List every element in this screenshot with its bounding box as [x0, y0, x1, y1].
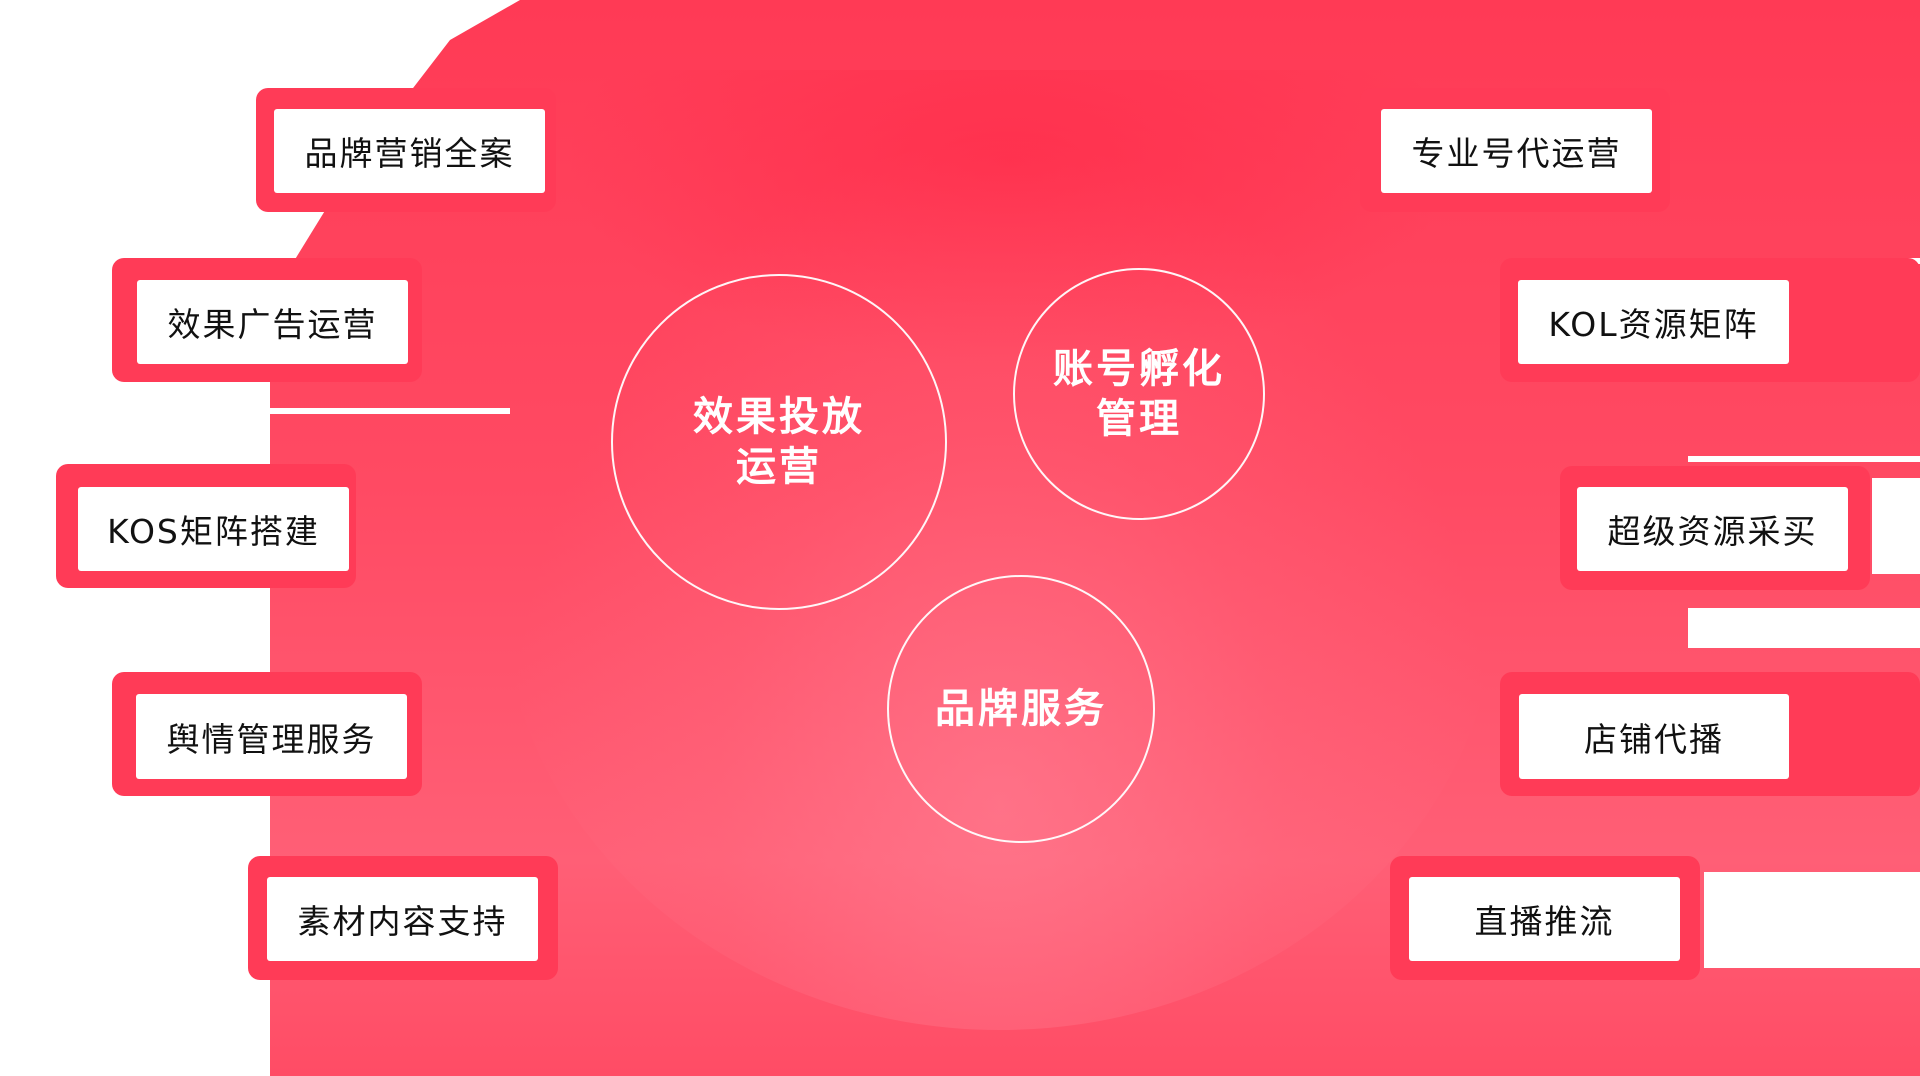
decorative-strip: [1688, 456, 1920, 462]
tag-kol-matrix[interactable]: KOL资源矩阵: [1518, 280, 1789, 364]
decorative-strip: [270, 408, 510, 414]
tag-live-promotion[interactable]: 直播推流: [1409, 877, 1680, 961]
tag-label: KOS矩阵搭建: [107, 512, 320, 551]
tag-label: 超级资源采买: [1607, 512, 1818, 551]
tag-label: 效果广告运营: [167, 305, 378, 344]
tag-account-operation[interactable]: 专业号代运营: [1381, 109, 1652, 193]
tag-label: 素材内容支持: [297, 902, 508, 941]
decorative-strip: [1704, 872, 1920, 968]
tag-kos-matrix[interactable]: KOS矩阵搭建: [78, 487, 349, 571]
circle-label-line: 品牌服务: [935, 686, 1107, 732]
decorative-strip: [1688, 608, 1920, 648]
tag-public-opinion[interactable]: 舆情管理服务: [136, 694, 407, 779]
circle-label-line: 运营: [736, 444, 822, 490]
tag-store-livestream[interactable]: 店铺代播: [1519, 694, 1789, 779]
tag-label: 直播推流: [1474, 902, 1615, 941]
circle-brand-service[interactable]: 品牌服务: [887, 575, 1155, 843]
circle-label-line: 效果投放: [693, 394, 865, 440]
tag-label: 舆情管理服务: [166, 719, 377, 759]
tag-label: 品牌营销全案: [304, 134, 515, 173]
decorative-strip: [1872, 478, 1920, 574]
tag-label: KOL资源矩阵: [1548, 305, 1759, 344]
tag-label: 专业号代运营: [1411, 134, 1622, 173]
circle-performance-operation[interactable]: 效果投放 运营: [611, 274, 947, 610]
tag-performance-ads[interactable]: 效果广告运营: [137, 280, 408, 364]
tag-brand-marketing[interactable]: 品牌营销全案: [274, 109, 545, 193]
circle-account-incubation[interactable]: 账号孵化 管理: [1013, 268, 1265, 520]
tag-content-support[interactable]: 素材内容支持: [267, 877, 538, 961]
circle-label-line: 管理: [1096, 396, 1182, 442]
tag-label: 店铺代播: [1584, 719, 1724, 759]
circle-label-line: 账号孵化: [1053, 346, 1225, 392]
tag-resource-purchase[interactable]: 超级资源采买: [1577, 487, 1848, 571]
